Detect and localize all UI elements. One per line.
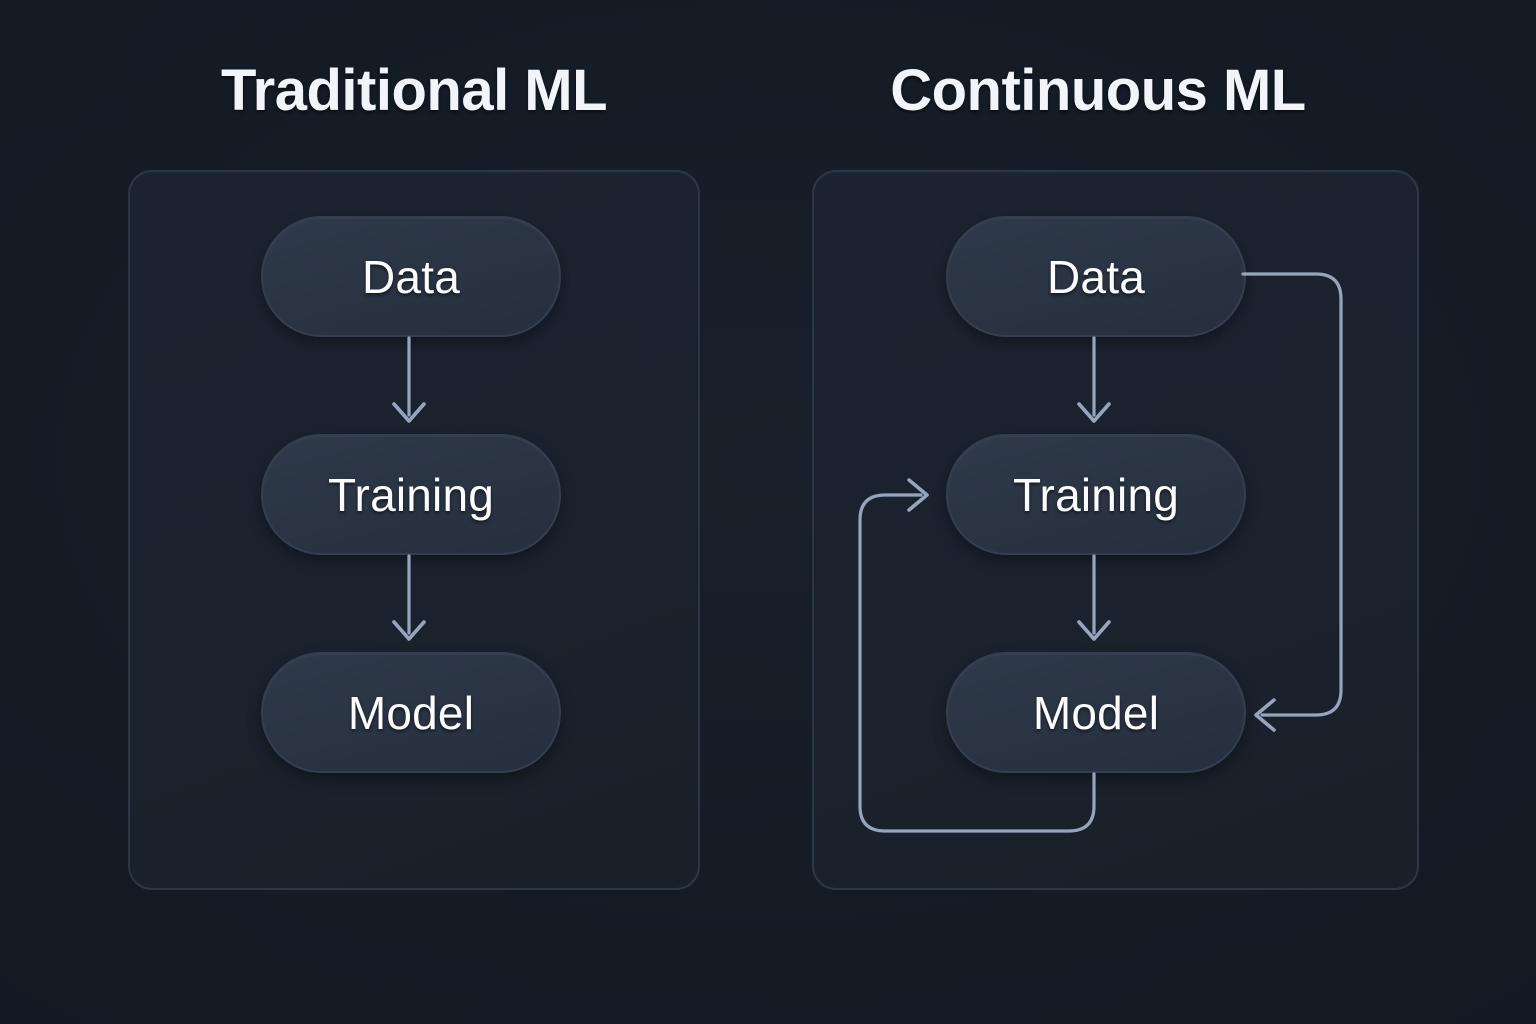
node-continuous-model[interactable]: Model <box>946 652 1246 773</box>
node-traditional-training[interactable]: Training <box>261 434 561 555</box>
node-traditional-model[interactable]: Model <box>261 652 561 773</box>
panel-title-continuous-ml: Continuous ML <box>890 58 1306 123</box>
panel-traditional-ml: Traditional ML Data Training Model <box>64 62 764 892</box>
node-continuous-data[interactable]: Data <box>946 216 1246 337</box>
node-label: Model <box>1032 686 1160 739</box>
panel-continuous-ml: Continuous ML Data Training Model <box>748 62 1448 892</box>
node-label: Model <box>347 686 475 739</box>
node-label: Data <box>1047 250 1145 303</box>
node-label: Training <box>1012 468 1180 521</box>
panel-title-traditional-ml: Traditional ML <box>220 58 608 123</box>
node-label: Training <box>327 468 495 521</box>
node-continuous-training[interactable]: Training <box>946 434 1246 555</box>
node-traditional-data[interactable]: Data <box>261 216 561 337</box>
node-label: Data <box>362 250 460 303</box>
